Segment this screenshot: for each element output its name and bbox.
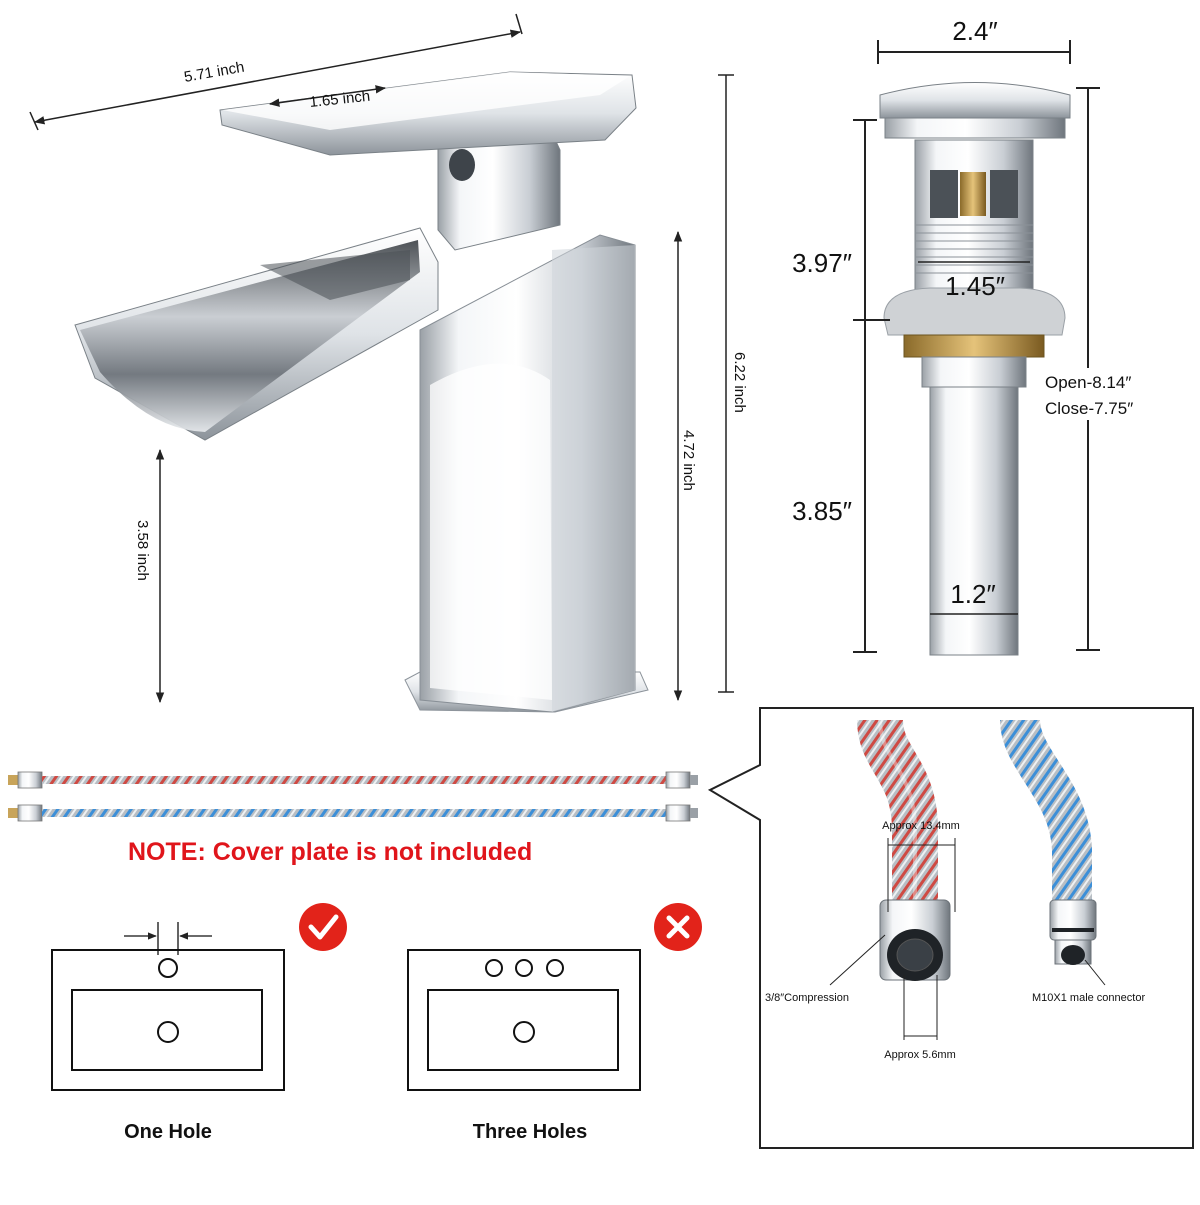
faucet-hole-center	[515, 959, 533, 977]
dim-cap-diameter: 2.4″	[952, 16, 997, 46]
detail-hose-left	[857, 718, 938, 900]
dim-spout-clearance: 3.58 inch	[134, 520, 151, 581]
drain-seal	[883, 287, 1066, 336]
faucet: 5.71 inch 1.65 inch 6.22 inch 4.72 inch …	[29, 13, 748, 713]
note-text: NOTE: Cover plate is not included	[128, 838, 532, 866]
faucet-hole-left	[485, 959, 503, 977]
dim-thread-diameter: 1.45″	[945, 271, 1005, 301]
dim-body-height: 4.72 inch	[680, 430, 697, 491]
dim-total-close: Close-7.75″	[1045, 399, 1133, 418]
drain-hole	[157, 1021, 179, 1043]
drain-hole	[513, 1021, 535, 1043]
drain-nut	[903, 334, 1045, 358]
one-hole-sink: One Hole	[51, 903, 347, 1143]
one-hole-label: One Hole	[124, 1121, 212, 1143]
label-connector: M10X1 male connector	[1032, 992, 1145, 1004]
supply-hoses	[8, 771, 698, 822]
dim-handle-width: 1.65 inch	[309, 88, 371, 111]
three-holes-sink: Three Holes	[407, 903, 702, 1143]
dim-lower-height: 3.85″	[792, 496, 852, 526]
dim-total-height: 6.22 inch	[731, 352, 748, 413]
label-compression: 3/8″Compression	[765, 992, 849, 1004]
dim-upper-height: 3.97″	[792, 248, 852, 278]
detail-hose-right	[1000, 718, 1092, 905]
check-icon	[299, 903, 347, 951]
faucet-hole-right	[546, 959, 564, 977]
faucet-hole	[158, 958, 178, 978]
handle-indicator-hole	[449, 149, 475, 181]
label-bore: Approx 5.6mm	[884, 1049, 956, 1061]
hot-hose	[42, 776, 666, 784]
three-holes-label: Three Holes	[473, 1121, 587, 1143]
drain-tailpipe	[929, 386, 1019, 656]
pop-up-drain: 2.4″ 3.97″ 3.85″ 1.45″ 1.2″ Open-8.14″ C…	[792, 16, 1155, 656]
dim-tail-diameter: 1.2″	[950, 579, 995, 609]
male-connector-body	[1049, 899, 1097, 941]
hose-detail-callout: Approx 13.4mm Approx 5.6mm 3/8″Compressi…	[707, 707, 1194, 1149]
drain-cap	[879, 82, 1071, 119]
dim-total-open: Open-8.14″	[1045, 373, 1131, 392]
cold-hose	[42, 809, 666, 817]
label-nut-width: Approx 13.4mm	[882, 820, 960, 832]
dim-overall-length: 5.71 inch	[183, 59, 246, 86]
